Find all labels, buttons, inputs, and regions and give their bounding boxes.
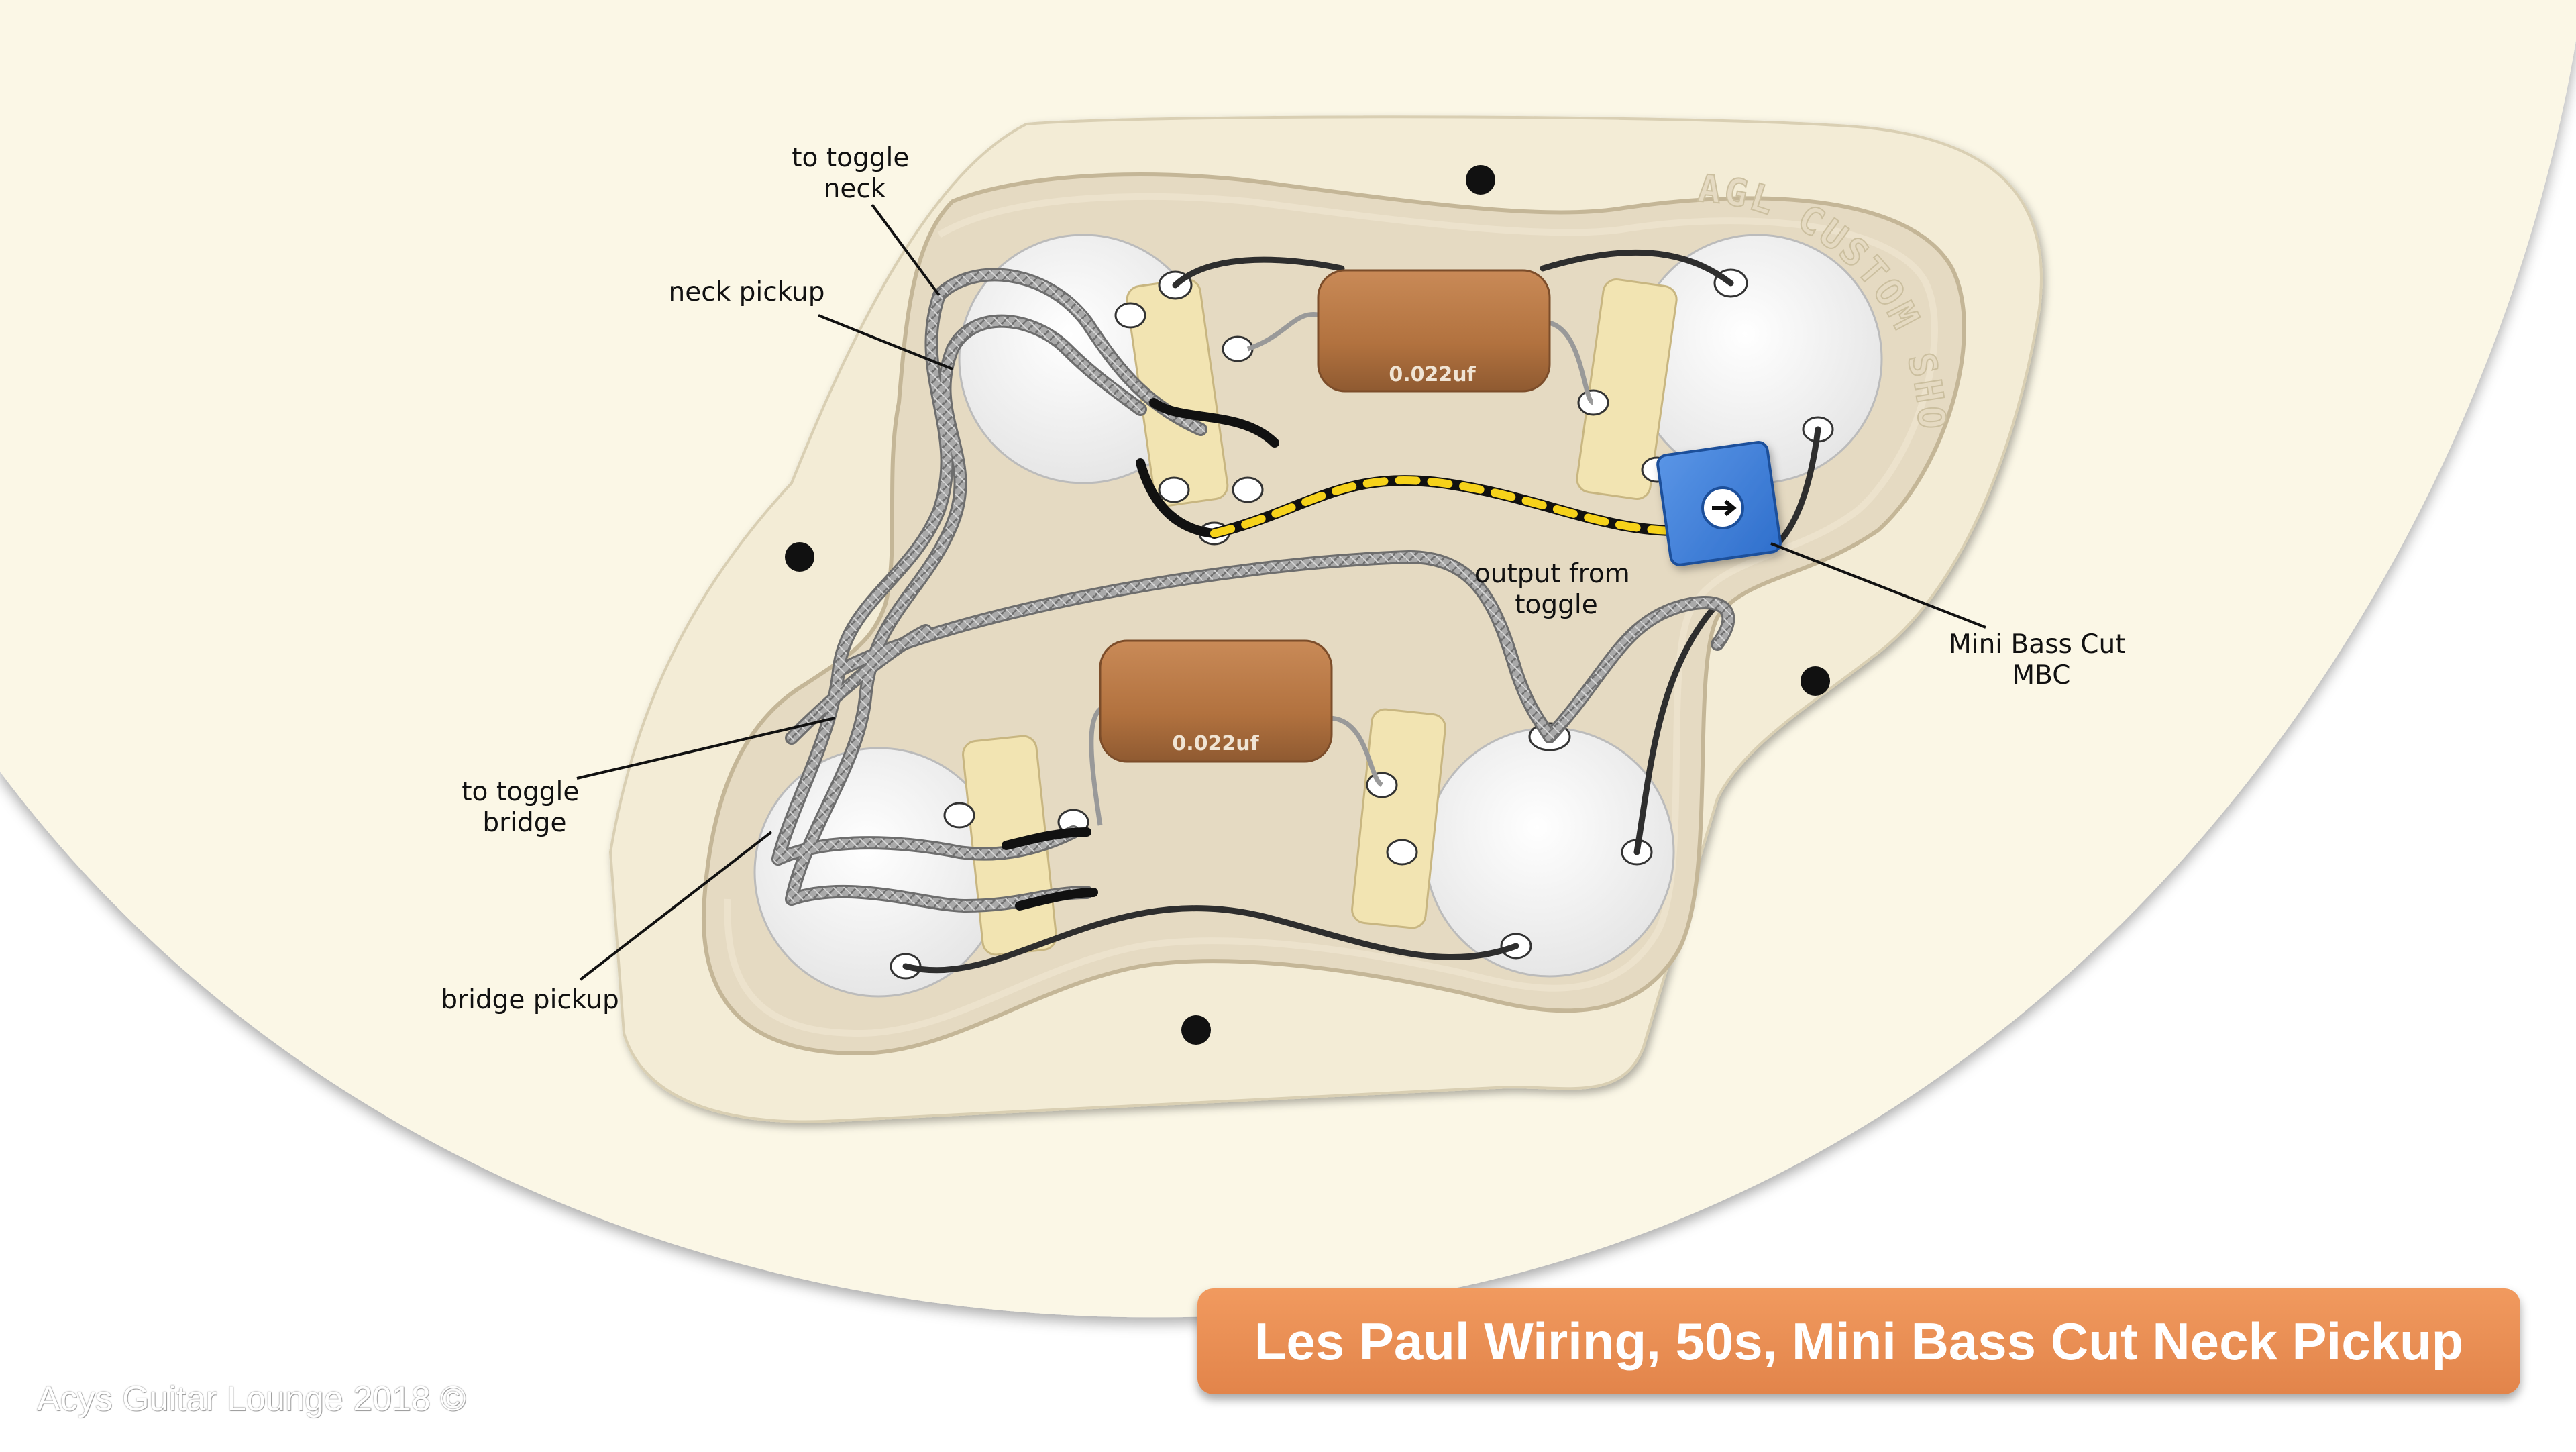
screw-hole-bottom [1181,1015,1211,1045]
braided-wires [771,268,1735,913]
annotation-labels: to toggle neck neck pickup to toggle bri… [441,143,2134,1015]
label-mini-bass-cut-line2: MBC [2012,660,2071,690]
svg-text:output from toggle: output from toggle [1474,559,1638,620]
copyright-text: Acys Guitar Lounge 2018 © [37,1380,466,1418]
screw-holes [785,165,1830,1045]
ground-wires [902,249,1821,974]
screw-hole-top [1466,165,1495,195]
page-title: Les Paul Wiring, 50s, Mini Bass Cut Neck… [1254,1311,2464,1371]
label-output-from-toggle-line1: output from [1474,559,1630,589]
pickup-leads [1002,398,1279,911]
leader-lines [576,203,1986,981]
label-to-toggle-bridge-line1: to toggle [462,777,579,807]
capacitor-bridge: 0.022uf [1089,639,1384,826]
title-banner: Les Paul Wiring, 50s, Mini Bass Cut Neck… [1197,1288,2520,1394]
screw-hole-left [785,542,814,572]
screw-hole-right [1801,666,1830,696]
label-mini-bass-cut-line1: Mini Bass Cut [1949,629,2125,660]
label-output-from-toggle-line2: toggle [1515,590,1598,620]
mini-bass-cut-unit [1656,441,1782,566]
label-to-toggle-neck-line1: to toggle [792,143,909,173]
capacitor-neck-label: 0.022uf [1389,363,1476,386]
svg-text:Mini Bass Cut MBC: Mini Bass Cut MBC [1949,629,2134,690]
capacitor-bridge-label: 0.022uf [1172,732,1259,756]
capacitor-neck: 0.022uf [1246,269,1595,405]
label-to-toggle-neck-line2: neck [824,174,886,204]
svg-text:to toggle neck: to toggle neck [792,143,917,204]
label-neck-pickup: neck pickup [668,277,824,307]
output-twisted-wire [1209,475,1703,539]
label-to-toggle-bridge-line2: bridge [482,808,566,838]
label-bridge-pickup: bridge pickup [441,985,619,1015]
svg-text:to toggle bridge: to toggle bridge [462,777,587,838]
